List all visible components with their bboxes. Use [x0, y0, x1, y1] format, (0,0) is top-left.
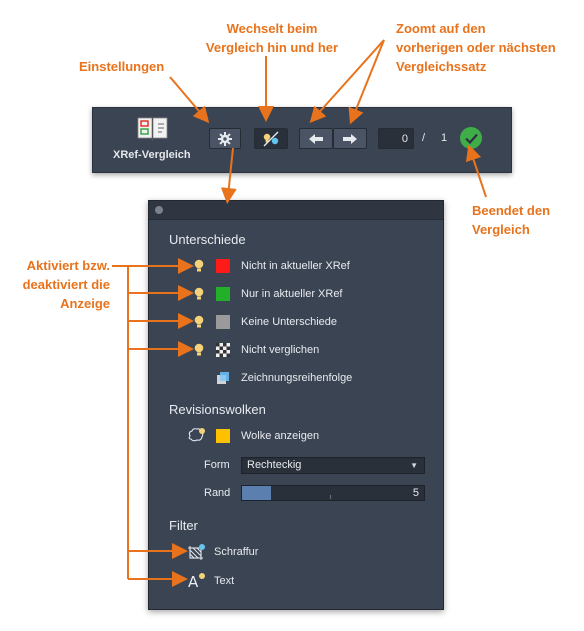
- checker-swatch-icon[interactable]: [216, 343, 230, 357]
- color-swatch-red[interactable]: [216, 259, 230, 273]
- margin-slider-tick: [330, 495, 331, 499]
- toggle-compare-button[interactable]: [254, 128, 288, 149]
- text-label: Text: [214, 575, 235, 587]
- compare-settings-panel: Unterschiede Nicht in aktueller XRef Nur…: [148, 200, 444, 610]
- margin-slider[interactable]: 5: [241, 485, 425, 501]
- callout-zoom-line2: vorherigen oder nächsten: [396, 40, 556, 55]
- callout-toggle: Wechselt beim Vergleich hin und her: [195, 19, 349, 57]
- shape-select-value: Rechteckig: [247, 459, 302, 471]
- next-set-button[interactable]: [333, 128, 367, 149]
- filter-heading: Filter: [169, 518, 198, 533]
- callout-toggle-line1: Wechselt beim: [226, 21, 318, 36]
- hatch-label: Schraffur: [214, 546, 259, 558]
- gear-icon: [218, 131, 232, 146]
- no-differences-label: Keine Unterschiede: [241, 316, 338, 328]
- bulb-icon[interactable]: [193, 259, 205, 273]
- arrow-left-icon: [309, 133, 323, 144]
- only-in-current-xref-label: Nur in aktueller XRef: [241, 288, 343, 300]
- bulb-icon[interactable]: [193, 343, 205, 357]
- callout-zoom: Zoomt auf den vorherigen oder nächsten V…: [396, 19, 556, 76]
- callout-finish-line2: Vergleich: [472, 222, 530, 237]
- counter-value: 0: [401, 132, 408, 145]
- panel-titlebar[interactable]: [149, 201, 443, 220]
- revision-clouds-heading: Revisionswolken: [169, 402, 266, 417]
- differences-heading: Unterschiede: [169, 232, 246, 247]
- draw-order-icon[interactable]: [216, 371, 230, 385]
- finish-compare-button[interactable]: [460, 127, 482, 149]
- callout-finish-line1: Beendet den: [472, 203, 551, 218]
- arrow-right-icon: [343, 133, 357, 144]
- draw-order-label: Zeichnungsreihenfolge: [241, 372, 353, 384]
- callout-settings-text: Einstellungen: [79, 59, 165, 74]
- callout-settings: Einstellungen: [79, 57, 164, 76]
- callout-visibility: Aktiviert bzw. deaktiviert die Anzeige: [16, 256, 110, 313]
- bulb-icon[interactable]: [193, 287, 205, 301]
- compare-toolbar: XRef-Vergleich: [92, 107, 512, 173]
- cloud-color-swatch[interactable]: [216, 429, 230, 443]
- xref-compare-icon: [136, 117, 170, 143]
- callout-zoom-line1: Zoomt auf den: [396, 21, 486, 36]
- color-swatch-gray[interactable]: [216, 315, 230, 329]
- not-in-current-xref-label: Nicht in aktueller XRef: [241, 260, 350, 272]
- color-swatch-green[interactable]: [216, 287, 230, 301]
- panel-close-dot[interactable]: [155, 206, 163, 214]
- counter-total: 1: [441, 132, 448, 144]
- revision-cloud-bulb-icon[interactable]: [187, 427, 207, 443]
- svg-text:A: A: [188, 573, 199, 589]
- checkmark-icon: [464, 133, 478, 144]
- callout-visibility-line2: deaktiviert die: [22, 277, 110, 292]
- toggle-compare-icon: [263, 131, 279, 146]
- margin-slider-fill: [242, 486, 272, 500]
- shape-select[interactable]: Rechteckig ▼: [241, 457, 425, 474]
- callout-finish: Beendet den Vergleich: [472, 201, 550, 239]
- callout-toggle-line2: Vergleich hin und her: [205, 40, 339, 55]
- chevron-down-icon: ▼: [410, 461, 418, 470]
- counter-input[interactable]: 0: [378, 128, 414, 149]
- shape-label: Form: [204, 459, 230, 471]
- not-compared-label: Nicht verglichen: [241, 344, 320, 356]
- counter-separator: /: [422, 132, 426, 144]
- text-filter-icon[interactable]: A: [187, 571, 207, 589]
- show-cloud-label: Wolke anzeigen: [241, 430, 320, 442]
- hatch-filter-icon[interactable]: [187, 543, 207, 561]
- previous-set-button[interactable]: [299, 128, 333, 149]
- settings-button[interactable]: [209, 128, 241, 149]
- callout-zoom-line3: Vergleichssatz: [396, 59, 487, 74]
- margin-slider-value: 5: [412, 487, 419, 499]
- callout-visibility-line1: Aktiviert bzw.: [26, 258, 110, 273]
- callout-visibility-line3: Anzeige: [60, 296, 110, 311]
- margin-label: Rand: [204, 487, 231, 499]
- bulb-icon[interactable]: [193, 315, 205, 329]
- xref-compare-label: XRef-Vergleich: [113, 149, 191, 161]
